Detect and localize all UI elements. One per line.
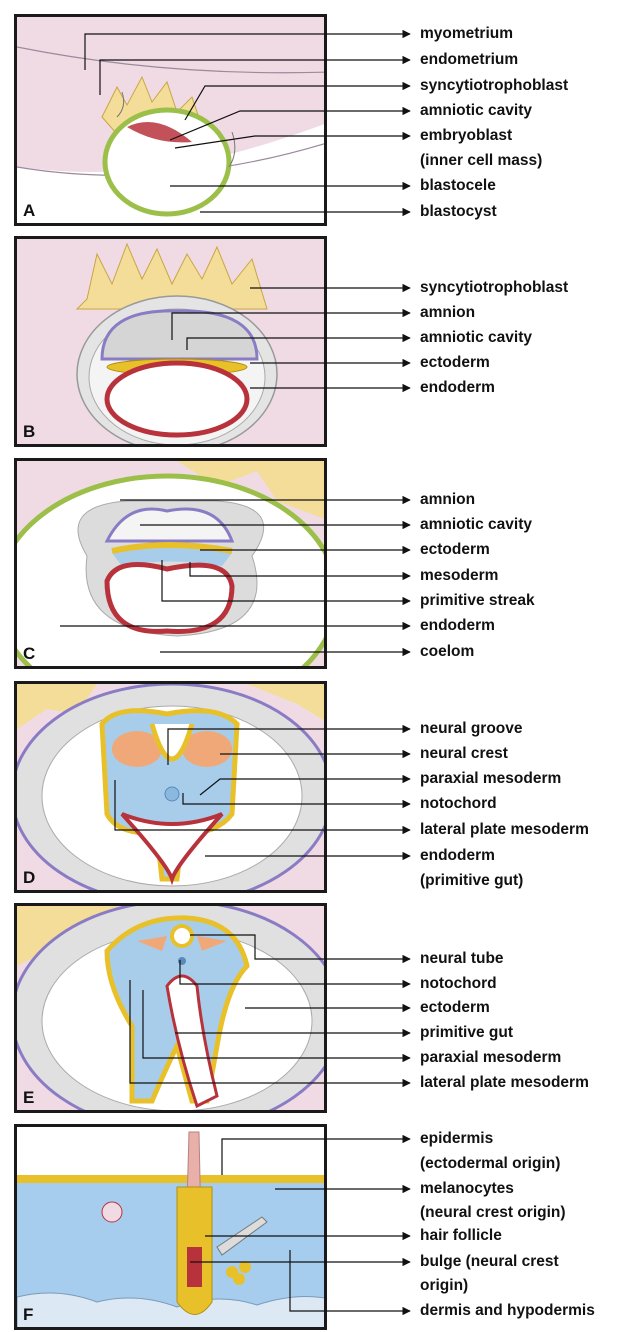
leader-lateral-plate-mesoderm-e (130, 980, 410, 1083)
label-syncytiotrophoblast-a: syncytiotrophoblast (420, 74, 568, 98)
label-amnion-c: amnion (420, 488, 475, 512)
label-amnion-b: amnion (420, 301, 475, 325)
label-inner-cell-mass: (inner cell mass) (420, 149, 542, 173)
label-ectoderm-b: ectoderm (420, 351, 490, 375)
leader-paraxial-mesoderm-e (143, 990, 410, 1058)
leader-amnion-b (172, 313, 410, 340)
label-primitive-gut-d: (primitive gut) (420, 869, 523, 893)
label-hair-follicle: hair follicle (420, 1224, 502, 1248)
leader-primitive-streak (162, 560, 410, 601)
leader-myometrium (85, 34, 410, 70)
label-lateral-plate-mesoderm-d: lateral plate mesoderm (420, 818, 589, 842)
label-ectoderm-c: ectoderm (420, 538, 490, 562)
label-endoderm-b: endoderm (420, 376, 495, 400)
label-notochord-d: notochord (420, 792, 497, 816)
label-primitive-streak: primitive streak (420, 589, 535, 613)
leader-lateral-plate-mesoderm-d (115, 780, 410, 830)
label-amniotic-cavity-a: amniotic cavity (420, 99, 532, 123)
leader-neural-groove (168, 729, 410, 765)
label-myometrium: myometrium (420, 22, 513, 46)
label-dermis-hypodermis: dermis and hypodermis (420, 1299, 595, 1323)
label-amniotic-cavity-b: amniotic cavity (420, 326, 532, 350)
label-embryoblast: embryoblast (420, 124, 512, 148)
label-blastocele: blastocele (420, 174, 496, 198)
leader-dermis-hypodermis (290, 1250, 410, 1311)
label-blastocyst: blastocyst (420, 200, 497, 224)
label-ectodermal-origin: (ectodermal origin) (420, 1152, 560, 1176)
leader-syncytiotrophoblast-a (185, 86, 410, 120)
label-neural-tube: neural tube (420, 947, 504, 971)
label-bulge: bulge (neural crest (420, 1250, 559, 1274)
label-mesoderm: mesoderm (420, 564, 498, 588)
leader-embryoblast (175, 136, 410, 148)
label-epidermis: epidermis (420, 1127, 493, 1151)
label-amniotic-cavity-c: amniotic cavity (420, 513, 532, 537)
label-lateral-plate-mesoderm-e: lateral plate mesoderm (420, 1071, 589, 1095)
label-neural-crest: neural crest (420, 742, 508, 766)
leader-neural-tube (190, 935, 410, 959)
label-ectoderm-e: ectoderm (420, 996, 490, 1020)
leader-epidermis (222, 1139, 410, 1175)
label-bulge-origin: origin) (420, 1274, 468, 1298)
label-melanocytes: melanocytes (420, 1177, 514, 1201)
label-neural-crest-origin: (neural crest origin) (420, 1201, 566, 1225)
label-endoderm-c: endoderm (420, 614, 495, 638)
leader-mesoderm (190, 562, 410, 576)
label-syncytiotrophoblast-b: syncytiotrophoblast (420, 276, 568, 300)
label-primitive-gut-e: primitive gut (420, 1021, 513, 1045)
label-endoderm-d: endoderm (420, 844, 495, 868)
label-paraxial-mesoderm-e: paraxial mesoderm (420, 1046, 561, 1070)
label-neural-groove: neural groove (420, 717, 523, 741)
leader-notochord-d (183, 793, 410, 804)
leader-endometrium (100, 60, 410, 95)
leader-notochord-e (180, 960, 410, 984)
leader-amniotic-cavity-b (187, 338, 410, 350)
label-coelom: coelom (420, 640, 474, 664)
label-notochord-e: notochord (420, 972, 497, 996)
label-paraxial-mesoderm-d: paraxial mesoderm (420, 767, 561, 791)
label-endometrium: endometrium (420, 48, 518, 72)
leader-paraxial-mesoderm-d (200, 779, 410, 795)
